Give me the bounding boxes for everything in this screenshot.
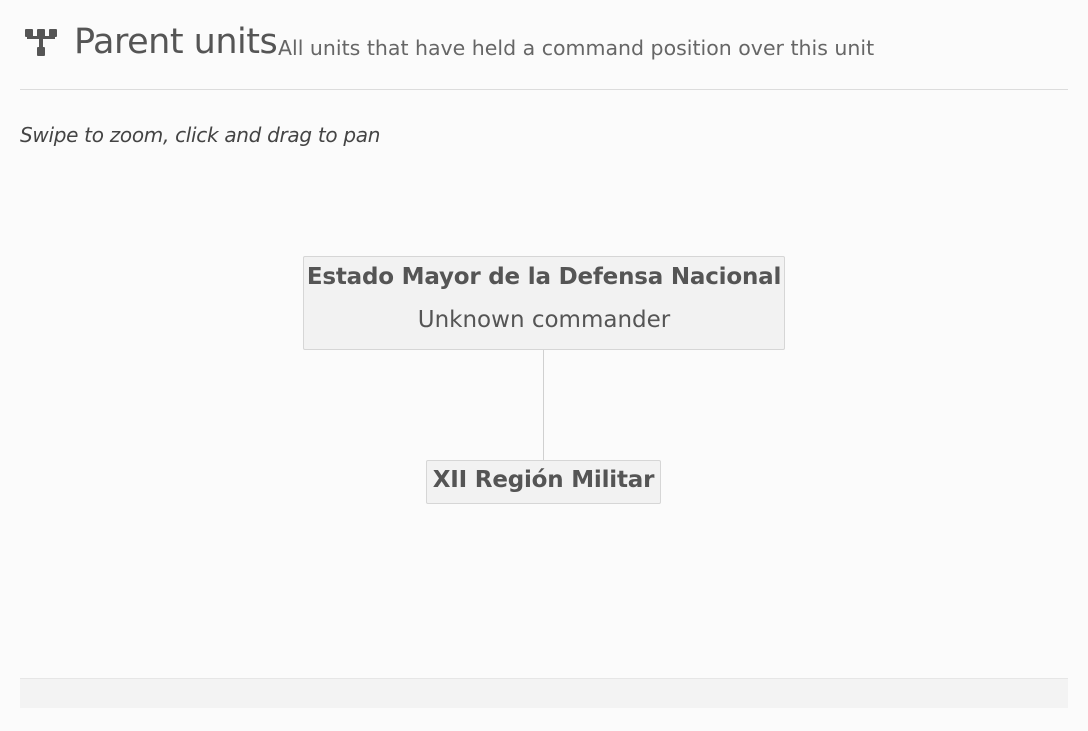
tree-node-current[interactable]: XII Región Militar <box>426 460 661 504</box>
parent-unit-commander: Unknown commander <box>417 307 671 333</box>
parent-unit-name: Estado Mayor de la Defensa Nacional <box>306 264 782 290</box>
interaction-hint: Swipe to zoom, click and drag to pan <box>20 123 381 147</box>
sitemap-icon <box>24 28 58 58</box>
footer-bar <box>20 678 1068 708</box>
tree-connector-line <box>543 350 544 460</box>
section-header: Parent units All units that have held a … <box>20 20 1068 90</box>
tree-node-parent[interactable]: Estado Mayor de la Defensa Nacional Unkn… <box>303 256 785 350</box>
current-unit-name: XII Región Militar <box>432 467 655 493</box>
page-title: Parent units <box>74 22 278 62</box>
page-subtitle: All units that have held a command posit… <box>278 36 875 60</box>
